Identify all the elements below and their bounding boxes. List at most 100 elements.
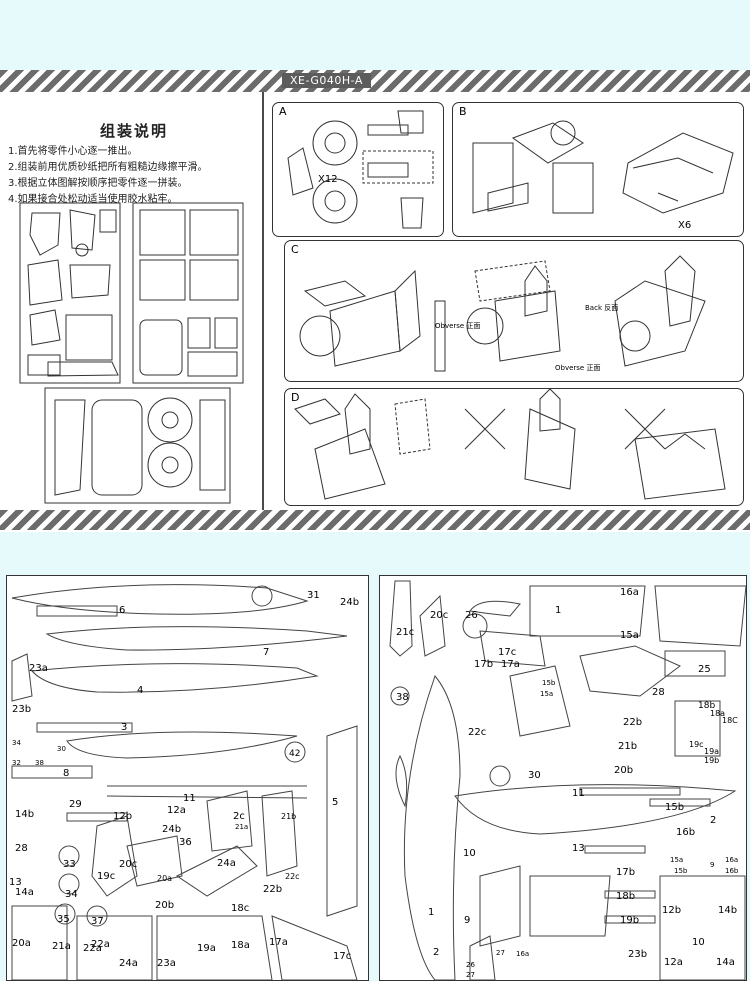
part-label: 31	[307, 590, 320, 601]
part-label: 13	[572, 843, 585, 854]
part-label: 16b	[676, 827, 696, 838]
part-label: 22a	[83, 943, 102, 954]
instruction-sheet: XE-G040H-A 组装说明 1.首先将零件小心逐一推出。 2.组装前用优质砂…	[0, 70, 750, 532]
right-page-part-outlines	[389, 580, 746, 980]
part-label: 22b	[623, 717, 643, 728]
part-label: 14b	[15, 809, 35, 820]
panel-label-d: D	[291, 391, 300, 404]
parts-page-left: 31 24b 6 7 23a 4 23b 3 34 32 38 30 42 8 …	[6, 575, 369, 981]
part-label: 32	[12, 759, 21, 767]
part-label: 20b	[155, 900, 175, 911]
part-label: 36	[179, 837, 192, 848]
hatch-band-top	[0, 70, 750, 92]
panel-label-a: A	[279, 105, 287, 118]
part-label: 24a	[217, 858, 236, 869]
part-label: 38	[35, 759, 44, 767]
panel-a-diagram	[287, 110, 434, 229]
part-label: 20a	[157, 874, 173, 883]
part-label: 29	[69, 799, 82, 810]
part-label: 19c	[689, 740, 704, 749]
part-label: 23b	[628, 949, 648, 960]
part-label: 24b	[340, 597, 360, 608]
part-label: 23a	[157, 958, 176, 969]
part-label: 22a	[91, 939, 110, 950]
part-label: 12a	[664, 957, 683, 968]
panel-c-note-obverse-1: Obverse 正面	[435, 322, 481, 330]
step-panel-a: A X12	[272, 102, 444, 237]
part-label: 38	[396, 692, 409, 703]
step-4: 4.如果接合处松动适当使用胶水粘牢。	[8, 194, 178, 205]
part-label: 2	[710, 815, 717, 826]
part-label: 20a	[12, 938, 31, 949]
step-1: 1.首先将零件小心逐一推出。	[8, 146, 138, 157]
part-label: 27	[496, 949, 505, 957]
panel-c-diagram	[299, 255, 706, 372]
panel-c-note-back: Back 反面	[585, 304, 619, 312]
panel-label-c: C	[291, 243, 299, 256]
part-label: 21a	[52, 941, 71, 952]
part-label: 5	[332, 797, 339, 808]
part-label: 10	[692, 937, 705, 948]
part-label: 7	[263, 647, 270, 658]
part-label: 17a	[501, 659, 520, 670]
part-label: 18a	[710, 709, 726, 718]
part-label: 18C	[722, 716, 738, 725]
step-panel-b: B X6	[452, 102, 744, 237]
part-label: 11	[572, 788, 585, 799]
part-label: 15b	[665, 802, 685, 813]
part-label: 1	[555, 605, 562, 616]
part-label: 15a	[620, 630, 639, 641]
part-label: 16a	[516, 950, 530, 958]
part-label: 33	[63, 859, 76, 870]
column-divider	[262, 92, 264, 510]
part-label: 26	[465, 610, 478, 621]
part-label: 12b	[662, 905, 682, 916]
part-label: 14a	[716, 957, 735, 968]
part-label: 24a	[119, 958, 138, 969]
part-label: 21b	[618, 741, 638, 752]
part-label: 19a	[197, 943, 216, 954]
part-label: 2	[433, 947, 440, 958]
part-label: 28	[652, 687, 665, 698]
part-label: 22c	[285, 872, 300, 881]
part-label: 1	[428, 907, 435, 918]
part-label: 19b	[620, 915, 640, 926]
part-label: 22b	[263, 884, 283, 895]
step-panel-c: C Back 反面 Obverse 正面 Obverse 正面	[284, 240, 744, 382]
part-label: 2c	[233, 811, 245, 822]
part-label: 26	[466, 961, 475, 969]
part-label: 9	[464, 915, 471, 926]
parts-page-right: 20c 26 1 16a 21c 15a 17c 17b 17a 25 38 1…	[379, 575, 747, 981]
part-label: 9	[710, 861, 715, 869]
part-label: 25	[698, 664, 711, 675]
parts-sheets: 31 24b 6 7 23a 4 23b 3 34 32 38 30 42 8 …	[0, 569, 750, 981]
part-label: 19b	[704, 756, 720, 765]
part-label: 16a	[620, 587, 639, 598]
panel-d-diagram	[294, 389, 726, 500]
part-label: 11	[183, 793, 196, 804]
part-label: 4	[137, 685, 144, 696]
part-label: 23b	[12, 704, 32, 715]
part-label: 8	[63, 768, 70, 779]
part-label: 17b	[474, 659, 494, 670]
part-label: 17c	[498, 647, 517, 658]
part-label: 13	[9, 877, 22, 888]
part-label: 23a	[29, 663, 48, 674]
part-label: 20c	[430, 610, 449, 621]
part-label: 27	[466, 971, 475, 979]
part-label: 19a	[704, 747, 720, 756]
step-2: 2.组装前用优质砂纸把所有粗糙边缘擦平滑。	[8, 162, 208, 173]
part-label: 28	[15, 843, 28, 854]
part-label: 24b	[162, 824, 182, 835]
part-label: 15a	[540, 690, 554, 698]
part-label: 22c	[468, 727, 487, 738]
part-label: 17b	[616, 867, 636, 878]
part-label: 17a	[269, 937, 288, 948]
part-label: 12b	[113, 811, 133, 822]
part-label: 15b	[674, 867, 688, 875]
model-code: XE-G040H-A	[282, 73, 371, 88]
part-label: 42	[289, 749, 301, 759]
part-label: 16a	[725, 856, 739, 864]
panel-a-note: X12	[318, 174, 338, 185]
part-label: 15b	[542, 679, 556, 687]
